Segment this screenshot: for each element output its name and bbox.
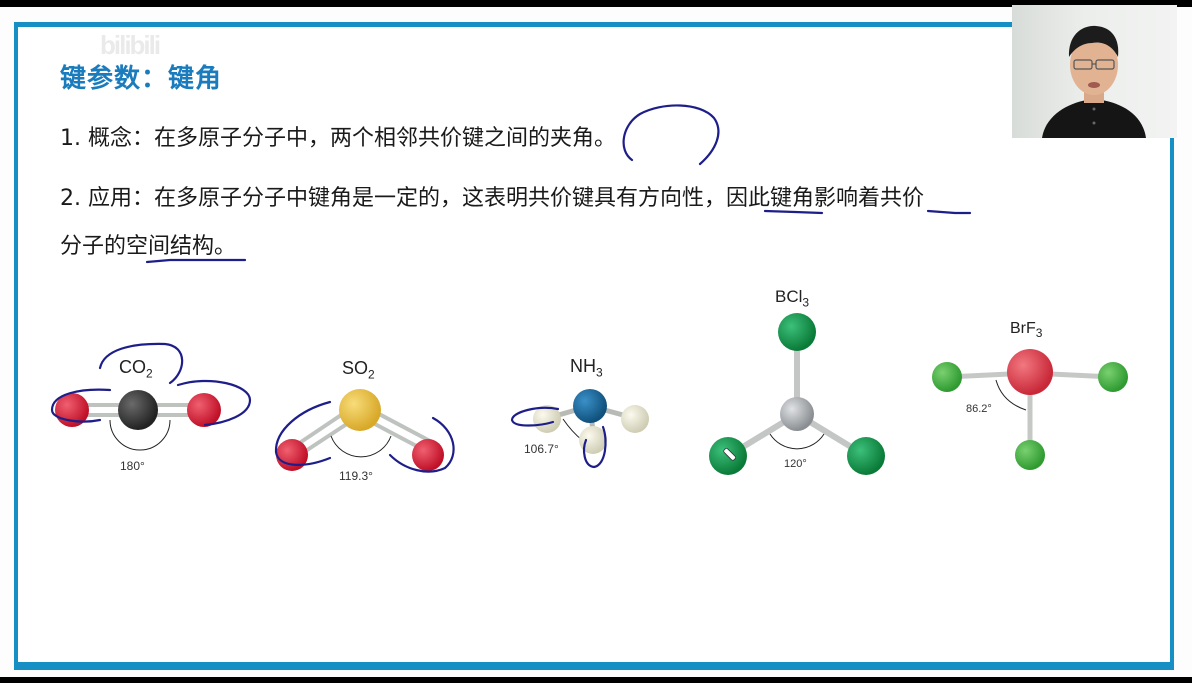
slide-title: 键参数：键角 xyxy=(60,64,223,94)
so2-model xyxy=(276,389,444,471)
brf3-model xyxy=(932,349,1128,470)
brf3-label: BrF3 xyxy=(1010,320,1043,341)
nh3-angle: 106.7° xyxy=(524,442,559,456)
presenter-webcam xyxy=(1012,5,1177,138)
slide-canvas xyxy=(18,27,1170,662)
brf3-angle: 86.2° xyxy=(966,403,992,415)
presenter-avatar xyxy=(1042,25,1146,138)
so2-label: SO2 xyxy=(342,358,375,382)
bcl3-label: BCl3 xyxy=(775,287,810,310)
bottom-black-bar xyxy=(0,677,1192,683)
so2-angle: 119.3° xyxy=(339,469,373,483)
bcl3-angle: 120° xyxy=(784,458,807,470)
top-black-bar xyxy=(0,0,1192,7)
co2-angle: 180° xyxy=(120,459,145,473)
handwritten-annotations xyxy=(50,104,972,473)
bcl3-model xyxy=(709,313,885,475)
nh3-label: NH3 xyxy=(570,356,603,380)
slide-frame xyxy=(14,22,1174,670)
application-point-line2: 分子的空间结构。 xyxy=(60,234,237,259)
pen-cursor-icon xyxy=(723,448,736,461)
nh3-model xyxy=(533,389,649,454)
bilibili-watermark: bilibili xyxy=(100,30,161,60)
application-point-line1: 2. 应用：在多原子分子中键角是一定的，这表明共价键具有方向性，因此键角影响着共… xyxy=(60,186,924,211)
concept-point: 1. 概念：在多原子分子中，两个相邻共价键之间的夹角。 xyxy=(60,126,616,151)
co2-model xyxy=(55,390,221,451)
co2-label: CO2 xyxy=(119,357,153,381)
